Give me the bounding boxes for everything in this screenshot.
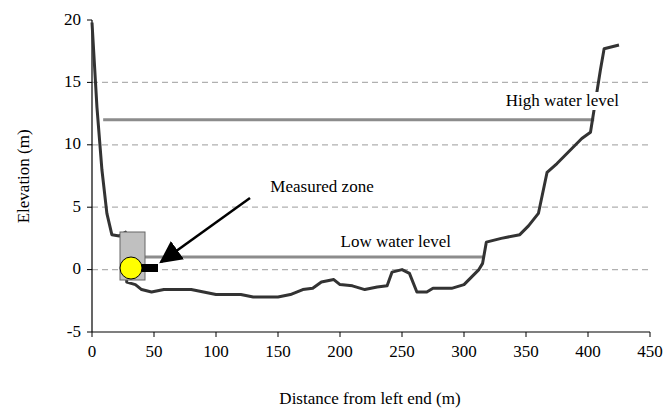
y-tick-label: 0 [72,260,83,279]
grid-line [92,82,650,83]
x-tick [340,332,341,337]
sensor-ball [120,257,142,279]
axis-title: Distance from left end (m) [278,390,461,409]
leader-arrow [161,198,250,262]
sensor-probe [140,264,158,272]
x-tick [650,332,651,337]
low-water-line [142,256,484,259]
river-bed-profile [92,22,619,297]
x-tick [216,332,217,337]
x-tick-label: 350 [512,343,540,362]
x-tick-label: 150 [264,343,292,362]
y-tick-label: 15 [63,73,82,92]
callout-label: Measured zone [269,178,374,197]
y-tick [87,82,92,83]
y-tick [87,144,92,145]
y-tick [87,20,92,21]
grid-line [92,207,650,208]
instrument-housing [120,232,145,280]
y-tick [87,332,92,333]
y-tick-label: -5 [66,323,82,342]
grid-line [92,144,650,145]
x-tick [526,332,527,337]
y-tick-label: 5 [72,198,83,217]
x-tick-label: 100 [202,343,230,362]
axis-title: Elevation (m) [15,128,34,224]
x-tick [154,332,155,337]
x-tick-label: 400 [574,343,602,362]
x-axis [92,331,650,332]
x-tick-label: 0 [87,343,98,362]
x-tick [278,332,279,337]
y-axis [91,20,92,332]
water-level-label: Low water level [340,233,452,252]
y-tick [87,207,92,208]
x-tick [588,332,589,337]
grid-line [92,269,650,270]
x-tick [464,332,465,337]
x-tick [402,332,403,337]
x-tick-label: 50 [145,343,164,362]
x-tick-label: 200 [326,343,354,362]
y-tick [87,269,92,270]
x-tick-label: 300 [450,343,478,362]
high-water-line [103,118,594,121]
x-tick [92,332,93,337]
x-tick-label: 450 [636,343,664,362]
x-tick-label: 250 [388,343,416,362]
water-level-label: High water level [505,92,620,111]
y-tick-label: 10 [63,135,82,154]
y-tick-label: 20 [63,11,82,30]
